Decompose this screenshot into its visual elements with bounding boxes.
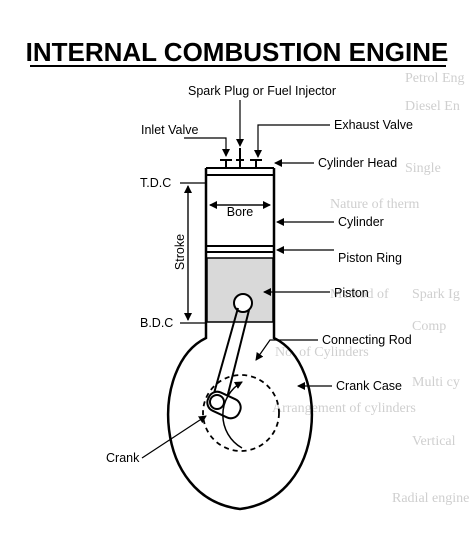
dimensions — [180, 182, 271, 324]
crank-circle — [202, 374, 280, 452]
labels: Spark Plug or Fuel Injector Inlet Valve … — [106, 84, 413, 465]
bleed-through-text: Petrol Eng Diesel En Single Nature of th… — [272, 71, 469, 506]
label-cylinder: Cylinder — [338, 215, 384, 229]
label-piston: Piston — [334, 286, 369, 300]
inlet-valve-leader — [184, 137, 230, 157]
leader-lines — [141, 100, 334, 459]
gudgeon-pin — [233, 293, 253, 313]
label-stroke: Stroke — [173, 234, 187, 270]
label-bdc: B.D.C — [140, 316, 173, 330]
diagram-title: INTERNAL COMBUSTION ENGINE — [26, 37, 449, 67]
bleed-text: Multi cy — [412, 375, 460, 390]
bleed-text: Petrol Eng — [405, 71, 465, 86]
rotation-arrow — [222, 381, 243, 449]
connecting-rod-leader — [255, 339, 318, 361]
label-tdc: T.D.C — [140, 176, 171, 190]
bleed-text: Arrangement of cylinders — [272, 401, 416, 416]
crank-case — [167, 330, 313, 511]
label-bore: Bore — [227, 205, 253, 219]
bleed-text: No. of Cylinders — [275, 345, 369, 360]
bleed-text: Single — [405, 161, 441, 176]
label-inlet-valve: Inlet Valve — [141, 123, 198, 137]
bleed-text: Spark Ig — [412, 287, 460, 302]
crank-leader — [141, 415, 207, 459]
label-connecting-rod: Connecting Rod — [322, 333, 412, 347]
bleed-text: Method of — [330, 287, 389, 302]
connecting-rod — [223, 309, 250, 411]
label-exhaust-valve: Exhaust Valve — [334, 118, 413, 132]
label-piston-ring: Piston Ring — [338, 251, 402, 265]
label-crank-case: Crank Case — [336, 379, 402, 393]
bleed-text: Comp — [412, 319, 446, 334]
exhaust-valve-leader — [254, 124, 330, 158]
crank-pin — [209, 394, 225, 410]
label-crank: Crank — [106, 451, 140, 465]
label-cylinder-head: Cylinder Head — [318, 156, 397, 170]
bleed-text: Diesel En — [405, 99, 460, 114]
bleed-text: Radial engine — [392, 491, 469, 506]
label-spark-plug: Spark Plug or Fuel Injector — [188, 84, 336, 98]
engine-drawing — [167, 148, 313, 511]
bleed-text: Vertical — [412, 434, 456, 449]
connecting-rod — [210, 307, 239, 405]
bleed-text: Nature of therm — [330, 197, 420, 212]
